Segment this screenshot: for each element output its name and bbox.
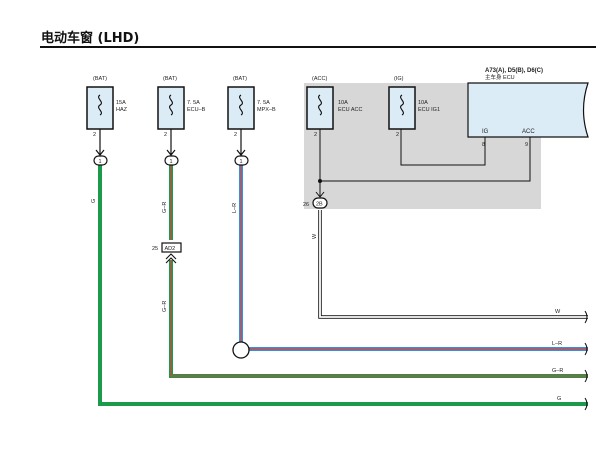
ecu-pin-ig-number: 8	[482, 142, 485, 148]
fuse-3-symbol-icon	[239, 94, 243, 116]
fuse-2-box	[157, 86, 185, 130]
connector-1-b-label: 1	[170, 159, 173, 165]
connector-2b-label: 2B	[316, 202, 323, 208]
fuse-1-rating: 15A	[116, 100, 126, 106]
connector-ad2-number: 25	[152, 246, 158, 252]
page-title: 电动车窗 (LHD)	[41, 31, 140, 46]
wire-label-lr-vertical: L–R	[232, 203, 238, 213]
wire-w-outline	[318, 210, 588, 319]
wire-label-gr-vertical-upper: G–R	[162, 202, 168, 213]
fuse-4-name: ECU ACC	[338, 107, 362, 113]
connector-1-c	[234, 155, 249, 166]
connector-1-a	[93, 155, 108, 166]
fuse-5-box	[388, 86, 416, 130]
ecu-code: A73(A), D5(B), D6(C)	[485, 68, 543, 74]
wire-label-gr-right: G–R	[552, 368, 563, 374]
wire-gr-lower-stripe	[170, 260, 588, 377]
connector-2b-number: 26	[303, 202, 309, 208]
break-marks	[584, 310, 588, 411]
wire-g	[98, 165, 588, 406]
wire-label-gr-vertical-lower: G–R	[162, 301, 168, 312]
fuse-3-name: MPX–B	[257, 107, 276, 113]
splice-point	[232, 341, 250, 359]
junction-dot	[318, 179, 322, 183]
connector-2b	[312, 197, 328, 209]
ecu-pin-acc-label: ACC	[522, 129, 535, 135]
fuse-2-symbol-icon	[169, 94, 173, 116]
fuse-1-box	[86, 86, 114, 130]
fuse-1-name: HAZ	[116, 107, 128, 113]
fuse-5-source: (IG)	[394, 76, 404, 82]
arrow-ad2-icon	[165, 253, 177, 264]
fuse-3-rating: 7. 5A	[257, 100, 270, 106]
wire-label-g-vertical: G	[91, 199, 97, 203]
connector-1-a-label: 1	[99, 159, 102, 165]
fuse-5-rating: 10A	[418, 100, 428, 106]
connector-1-c-label: 1	[240, 159, 243, 165]
connector-ad2	[161, 242, 182, 253]
main-body-ecu-box	[467, 82, 589, 138]
fuse-3-source: (BAT)	[233, 76, 247, 82]
ecu-name: 主车身 ECU	[485, 73, 515, 81]
wire-w	[319, 210, 588, 318]
fuse-2-rating: 7. 5A	[187, 100, 200, 106]
wire-label-lr-right: L–R	[552, 341, 562, 347]
fuse-4-rating: 10A	[338, 100, 348, 106]
acc-ig-signal-wires	[319, 129, 531, 197]
wire-label-w-vertical: W	[312, 233, 318, 239]
connector-1-b	[164, 155, 179, 166]
fuse-2-pin: 2	[164, 132, 167, 138]
fuse-4-box	[306, 86, 334, 130]
fuse-4-symbol-icon	[318, 94, 322, 116]
fuse-1-source: (BAT)	[93, 76, 107, 82]
fuse-5-symbol-icon	[400, 94, 404, 116]
fuse-3-box	[227, 86, 255, 130]
fuse-2-name: ECU–B	[187, 107, 206, 113]
wire-label-w-right: W	[555, 309, 561, 315]
fuse-5-pin: 2	[396, 132, 399, 138]
ecu-pin-ig-label: IG	[482, 129, 489, 135]
fuse-5-name: ECU IG1	[418, 107, 440, 113]
fuse-4-source: (ACC)	[312, 76, 327, 82]
ecu-pin-acc-number: 9	[525, 142, 528, 148]
fuse-1-pin: 2	[93, 132, 96, 138]
fuse-4-pin: 2	[314, 132, 317, 138]
title-rule	[40, 46, 596, 48]
fuse-1-symbol-icon	[98, 94, 102, 116]
fuse-2-source: (BAT)	[163, 76, 177, 82]
connector-ad2-label: AD2	[165, 246, 176, 252]
wire-label-g-right: G	[557, 396, 561, 402]
fuse-3-pin: 2	[234, 132, 237, 138]
arrow-2b-icon	[315, 191, 325, 198]
